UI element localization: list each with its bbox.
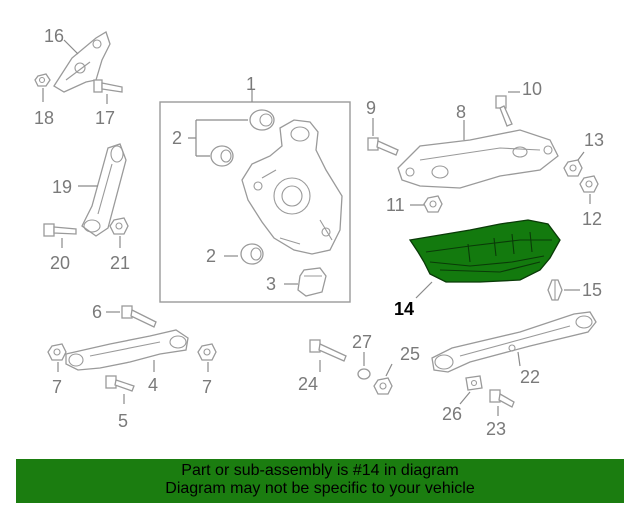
part-20-bolt <box>43 223 77 237</box>
part-23-bolt <box>489 389 515 408</box>
callout-9: 9 <box>366 98 376 118</box>
part-17-bolt <box>93 79 123 93</box>
callout-3: 3 <box>266 274 276 294</box>
callout-15: 15 <box>582 280 602 300</box>
callout-27: 27 <box>352 332 372 352</box>
part-13-nut <box>563 159 583 177</box>
part-2-bushing-lower <box>240 243 264 265</box>
part-16-bracket <box>53 31 111 93</box>
part-7-nut-right <box>197 343 217 361</box>
callout-7-right: 7 <box>202 377 212 397</box>
part-4-lower-arm <box>65 329 189 371</box>
banner-line-2: Diagram may not be specific to your vehi… <box>165 480 475 497</box>
callout-19: 19 <box>52 177 72 197</box>
callout-11: 11 <box>386 195 405 215</box>
part-21-nut <box>109 217 129 235</box>
part-8-arm <box>397 129 559 189</box>
callout-25: 25 <box>400 344 420 364</box>
part-15-clip <box>547 279 563 301</box>
callout-21: 21 <box>110 253 130 273</box>
callout-7-left: 7 <box>52 377 62 397</box>
part-27-washer <box>357 368 371 380</box>
part-24-bolt <box>309 339 347 362</box>
callout-5: 5 <box>118 411 128 431</box>
part-5-bolt <box>105 375 135 392</box>
callout-14: 14 <box>394 299 414 319</box>
banner-line-1: Part or sub-assembly is #14 in diagram <box>181 462 459 479</box>
callout-23: 23 <box>486 419 506 439</box>
callout-17: 17 <box>95 108 115 128</box>
part-2-bushing-lower-left <box>210 145 234 167</box>
callout-12: 12 <box>582 209 602 229</box>
part-9-bolt <box>367 137 399 156</box>
part-10-bolt <box>495 95 513 127</box>
part-1-knuckle <box>241 119 343 255</box>
part-6-bolt <box>121 305 157 328</box>
callout-8: 8 <box>456 102 466 122</box>
callout-2-upper: 2 <box>172 128 182 148</box>
callout-4: 4 <box>148 375 158 395</box>
callout-13: 13 <box>584 130 604 150</box>
callout-20: 20 <box>50 253 70 273</box>
part-22-link <box>431 311 597 373</box>
callout-26: 26 <box>442 404 462 424</box>
assembly-box-1 <box>159 101 351 303</box>
part-12-nut <box>579 175 599 193</box>
part-18-nut <box>34 73 51 87</box>
callout-2-lower: 2 <box>206 246 216 266</box>
part-14-shield-highlighted <box>408 219 561 283</box>
highlight-note-banner: Part or sub-assembly is #14 in diagram D… <box>16 459 624 503</box>
part-19-link <box>81 143 127 237</box>
part-11-nut <box>423 195 443 213</box>
callout-18: 18 <box>34 108 54 128</box>
callout-6: 6 <box>92 302 102 322</box>
callout-22: 22 <box>520 367 540 387</box>
part-26-plate <box>465 375 483 391</box>
callout-10: 10 <box>522 79 542 99</box>
part-2-bushing-upper <box>249 109 275 131</box>
parts-diagram: 16 18 17 19 20 21 1 <box>34 26 604 439</box>
callout-16: 16 <box>44 26 64 46</box>
part-25-nut <box>373 377 393 395</box>
part-3-bushing <box>297 267 327 297</box>
callout-1: 1 <box>246 74 256 94</box>
callout-24: 24 <box>298 374 318 394</box>
part-7-nut-left <box>47 343 67 361</box>
